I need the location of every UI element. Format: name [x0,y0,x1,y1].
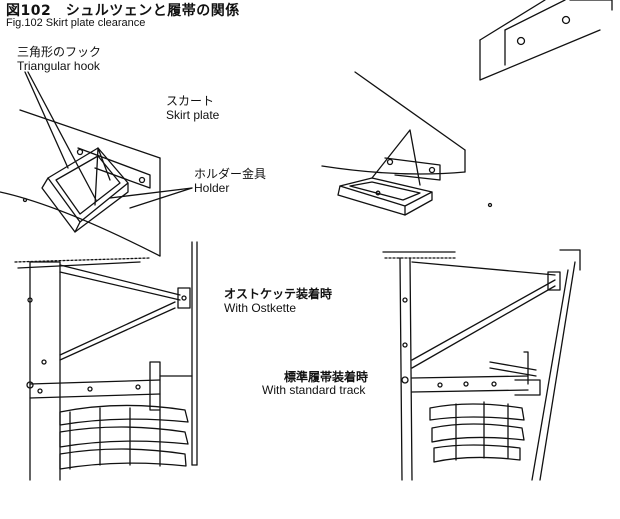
figure-title-jp: 図102 シュルツェンと履帯の関係 [6,3,240,19]
section-standard-track [382,249,581,481]
holder-label-en: Holder [194,181,230,195]
triangular-hook-label-jp: 三角形のフック [17,45,102,59]
triangular-hook-label-en: Triangular hook [17,59,100,73]
ostkette-label-en: With Ostkette [224,301,297,315]
skirt-plate-label-jp: スカート [166,94,215,108]
hook-detail-left [0,71,193,257]
skirt-plate-label-en: Skirt plate [166,108,220,122]
holder-label-jp: ホルダー金具 [194,167,267,181]
hook-detail-right [321,71,493,216]
ostkette-label-jp: オストケッテ装着時 [224,287,333,301]
skirt-plate-partial-top-right [479,0,613,81]
standard-track-label-jp: 標準履帯装着時 [284,370,369,384]
standard-track-label-en: With standard track [262,383,366,397]
section-ostkette [14,241,198,481]
figure-title-en: Fig.102 Skirt plate clearance [6,17,146,29]
